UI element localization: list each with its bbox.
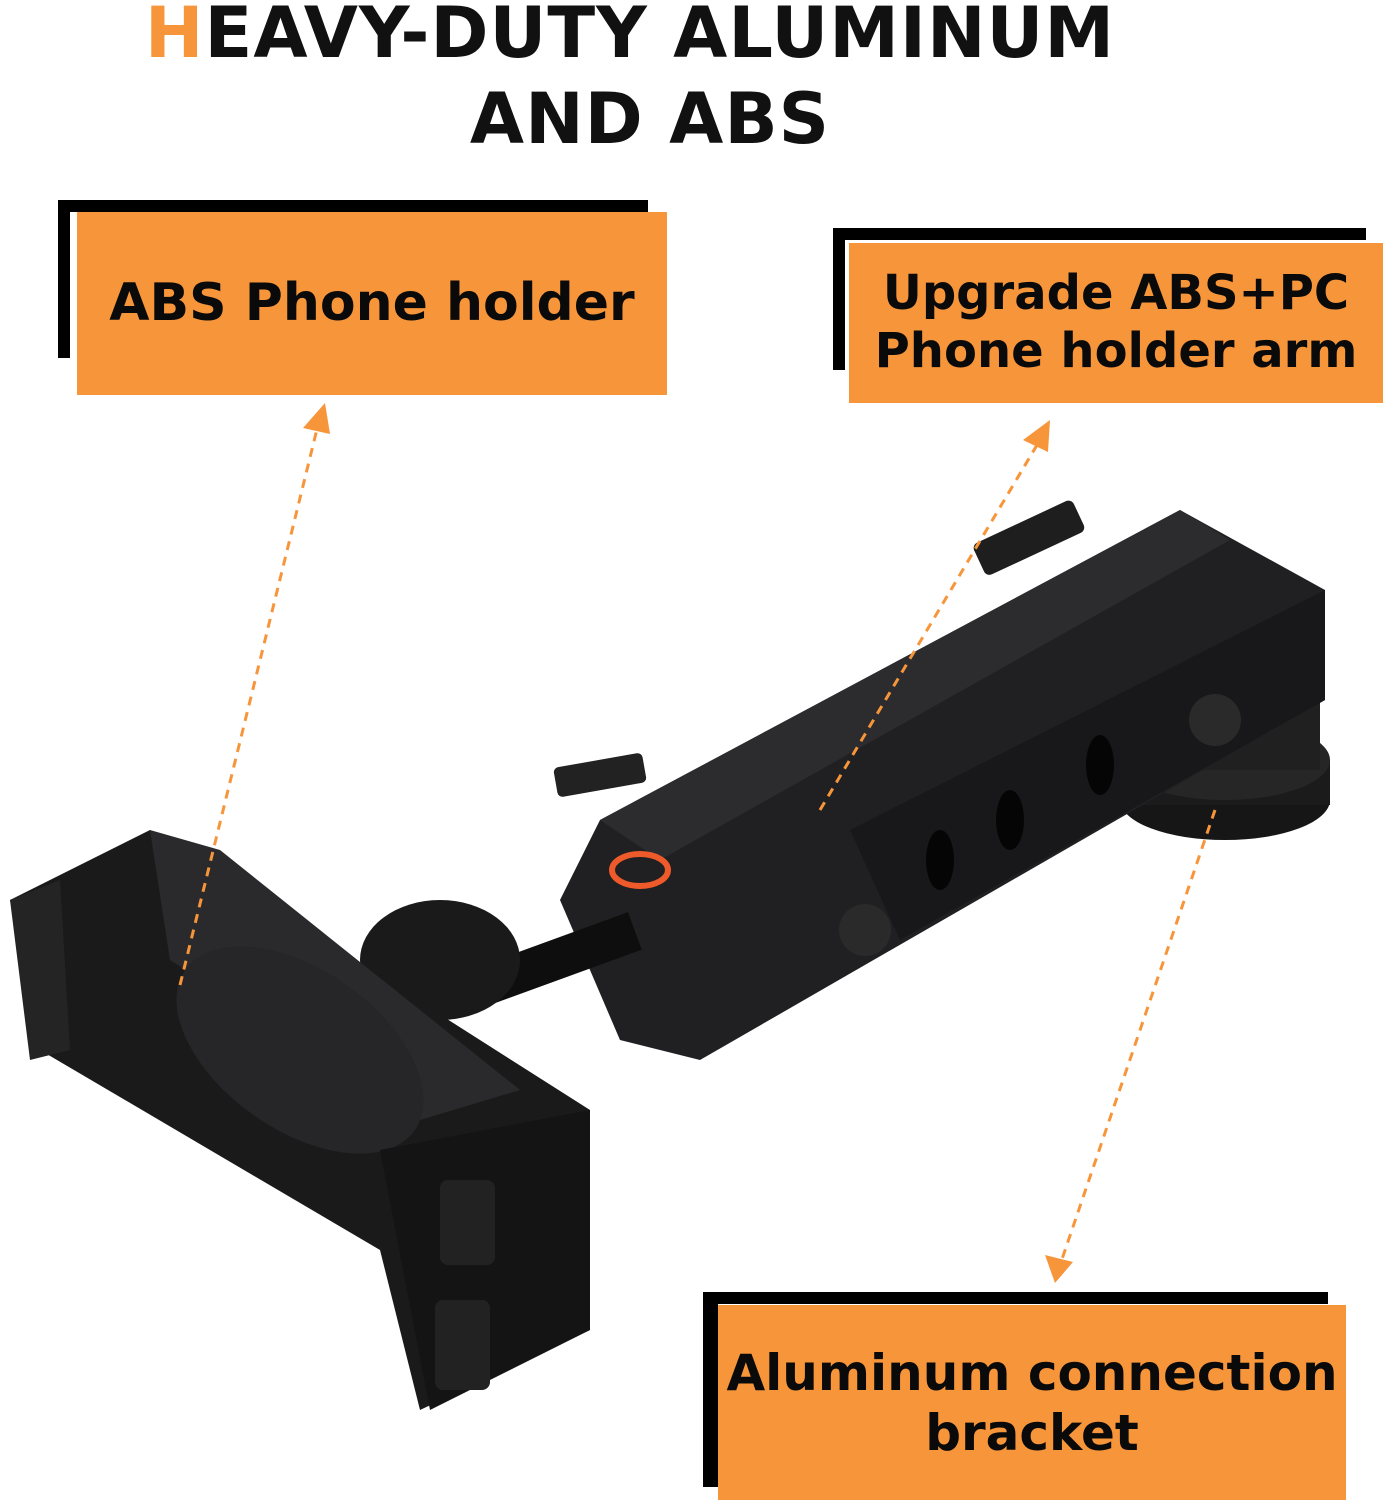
callout-label-line-2: Phone holder arm — [874, 323, 1358, 379]
arrow-line-bracket — [1058, 809, 1217, 1266]
arrowhead-icon — [1045, 1255, 1073, 1283]
arrowhead-icon — [1023, 420, 1050, 452]
headline-accent-letter: H — [144, 0, 205, 74]
abs-phone-holder — [10, 830, 590, 1410]
headline-text: EAVY-DUTY ALUMINUM — [204, 0, 1116, 74]
headline-line-2: AND ABS — [469, 78, 831, 160]
arrow-line-phone-holder — [178, 424, 320, 986]
phone-holder-arm — [553, 500, 1325, 1060]
headline-line-1: HEAVY-DUTY ALUMINUM — [0, 0, 1280, 68]
callout-label-line-1: Aluminum connection — [726, 1343, 1338, 1402]
arrowhead-icon — [303, 403, 330, 434]
callout-label: ABS Phone holder — [77, 212, 667, 395]
callout-label-line-2: bracket — [925, 1403, 1139, 1462]
callout-label-line-1: Upgrade ABS+PC — [882, 265, 1350, 322]
arrow-line-arm — [818, 439, 1042, 811]
